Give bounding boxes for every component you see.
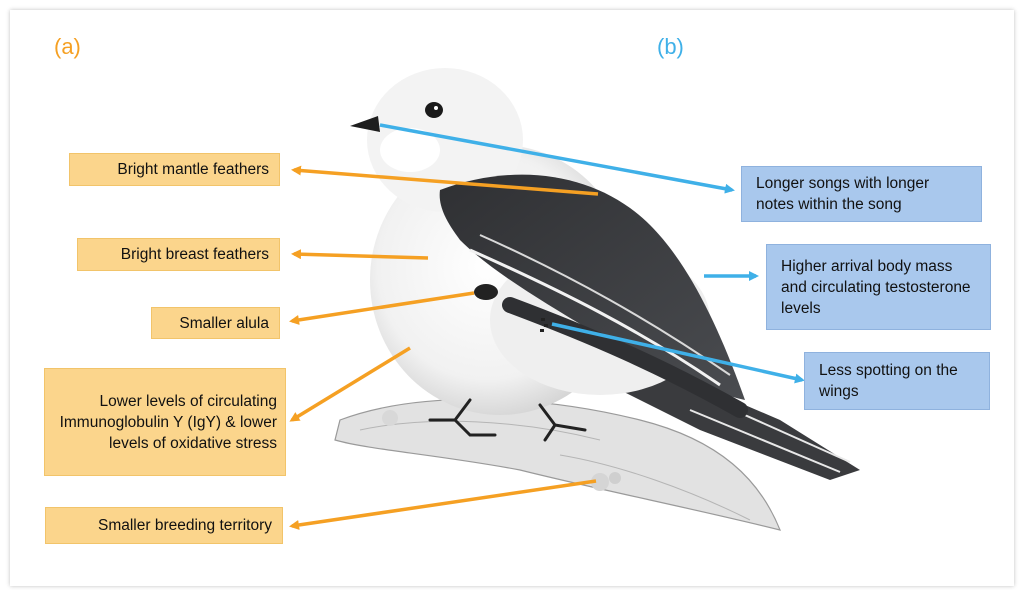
alula [474,284,498,300]
label-text: Bright mantle feathers [117,159,269,180]
label-smaller-breeding-territory: Smaller breeding territory [45,507,283,544]
label-bright-breast-feathers: Bright breast feathers [77,238,280,271]
label-less-spotting: Less spotting on the wings [804,352,990,410]
label-text: Smaller alula [179,313,269,334]
label-text: Lower levels of circulating Immunoglobul… [53,391,277,454]
label-text: Less spotting on the wings [819,360,975,402]
panel-b-label: (b) [657,34,684,60]
label-smaller-alula: Smaller alula [151,307,280,339]
label-text: Smaller breeding territory [98,515,272,536]
label-text: Higher arrival body mass and circulating… [781,256,976,319]
arrow-territory [292,481,596,526]
label-text: Longer songs with longer notes within th… [756,173,967,215]
eye-icon [425,102,443,118]
panel-a-label: (a) [54,34,81,60]
label-igy-oxidative-stress: Lower levels of circulating Immunoglobul… [44,368,286,476]
label-text: Bright breast feathers [121,244,269,265]
label-longer-songs: Longer songs with longer notes within th… [741,166,982,222]
label-bright-mantle-feathers: Bright mantle feathers [69,153,280,186]
label-arrival-body-mass: Higher arrival body mass and circulating… [766,244,991,330]
beak [350,116,380,132]
